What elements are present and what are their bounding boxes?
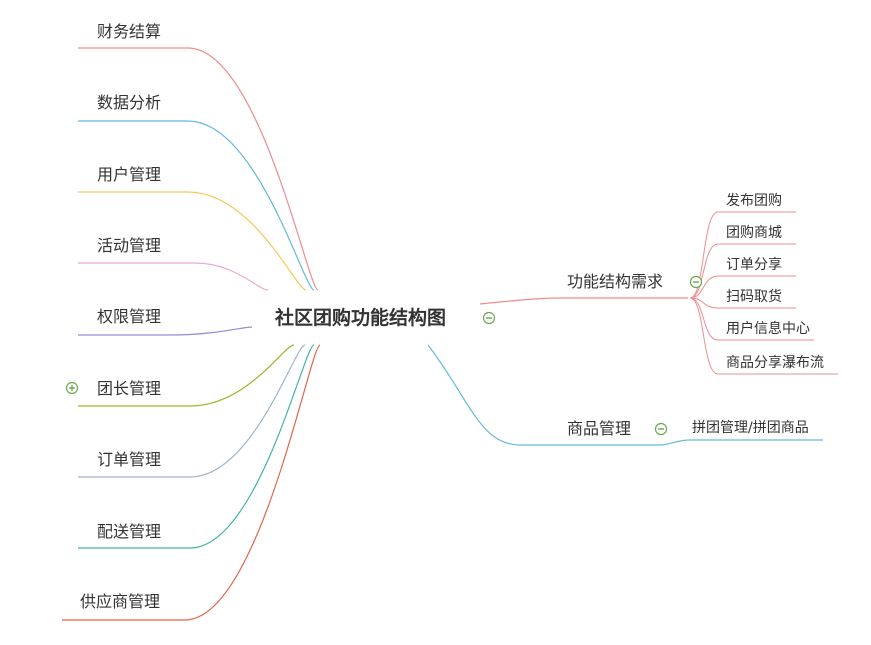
- link-left-7: [78, 344, 315, 549]
- root-collapse-minus-circle-icon[interactable]: [482, 311, 496, 325]
- branch-product-management[interactable]: 商品管理: [567, 419, 632, 438]
- link-sub-2: [689, 275, 796, 299]
- branch-activity-management[interactable]: 活动管理: [97, 236, 162, 255]
- function-requirements-collapse-minus-circle-icon[interactable]: [689, 275, 703, 289]
- leaf-product-share-waterfall[interactable]: 商品分享瀑布流: [726, 355, 824, 371]
- leaf-publish-group-buy[interactable]: 发布团购: [726, 193, 782, 209]
- leaf-user-info-center[interactable]: 用户信息中心: [726, 321, 810, 337]
- branch-data-analysis[interactable]: 数据分析: [97, 93, 162, 112]
- link-left-6: [78, 344, 306, 478]
- leaf-scan-pickup[interactable]: 扫码取货: [726, 289, 782, 305]
- link-left-8: [62, 344, 321, 621]
- link-left-3: [78, 262, 269, 291]
- link-sub-0: [689, 211, 796, 299]
- product-management-collapse-minus-circle-icon[interactable]: [654, 422, 668, 436]
- branch-user-management[interactable]: 用户管理: [97, 165, 162, 184]
- link-left-0: [78, 47, 319, 291]
- link-sub-5: [689, 297, 838, 375]
- branch-leader-management[interactable]: 团长管理: [97, 379, 162, 398]
- link-right-1: [427, 344, 823, 446]
- link-sub-1: [689, 243, 796, 299]
- link-sub-3: [689, 297, 796, 309]
- leaf-order-share[interactable]: 订单分享: [726, 257, 782, 273]
- link-left-1: [78, 120, 315, 291]
- branch-finance-settlement[interactable]: 财务结算: [97, 22, 162, 41]
- link-sub-4: [689, 297, 814, 341]
- branch-supplier-management[interactable]: 供应商管理: [80, 592, 161, 611]
- branch-order-management[interactable]: 订单管理: [97, 450, 162, 469]
- leader-management-expand-plus-circle-icon[interactable]: [65, 381, 79, 395]
- link-left-4: [78, 326, 253, 336]
- link-left-5: [78, 344, 295, 407]
- leaf-group-product-management[interactable]: 拼团管理/拼团商品: [692, 420, 809, 436]
- branch-delivery-management[interactable]: 配送管理: [97, 522, 162, 541]
- link-left-2: [78, 191, 307, 291]
- root-topic[interactable]: 社区团购功能结构图: [275, 307, 447, 329]
- leaf-group-buy-mall[interactable]: 团购商城: [726, 225, 782, 241]
- branch-function-requirements[interactable]: 功能结构需求: [567, 272, 664, 291]
- branch-permission-management[interactable]: 权限管理: [97, 307, 162, 326]
- link-right-0: [479, 297, 688, 305]
